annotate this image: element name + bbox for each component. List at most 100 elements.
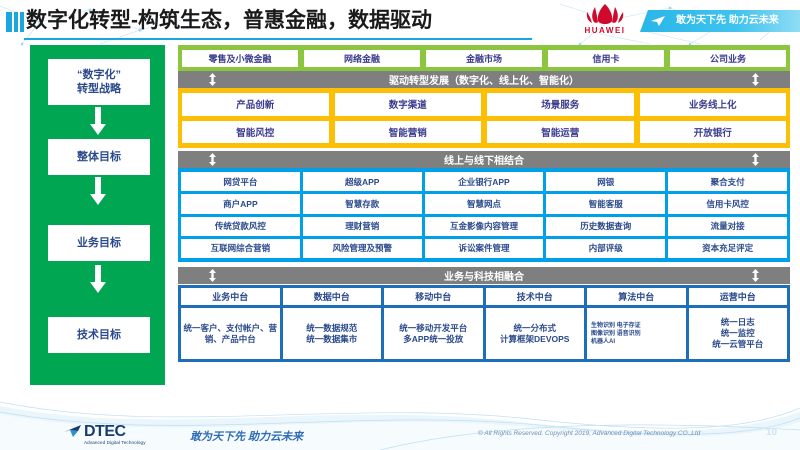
blue-cell[interactable]: 流量对接: [668, 216, 787, 236]
paper-plane-icon: [651, 16, 665, 26]
blue-cell[interactable]: 传统贷款风控: [181, 216, 300, 236]
blue-cell[interactable]: 商户APP: [181, 194, 300, 214]
footer-wave-decoration: [0, 392, 800, 450]
blue-cell[interactable]: 理财营销: [302, 216, 422, 236]
band-label: 业务与科技相融合: [444, 272, 524, 283]
title-accent-bars: [6, 12, 24, 32]
orange-cell[interactable]: 智能营销: [334, 120, 481, 143]
sidebar-item-overall-goal[interactable]: 整体目标: [48, 139, 150, 175]
platform-column[interactable]: 技术中台 统一分布式计算框架DEVOPS: [485, 288, 584, 359]
huawei-logo: HUAWEI: [574, 2, 636, 40]
blue-row: 网贷平台 超级APP 企业银行APP 网银 聚合支付: [181, 172, 787, 192]
title-underline: [24, 38, 532, 40]
platform-detail: 统一日志统一监控统一云管平台: [688, 308, 787, 359]
blue-cell[interactable]: 聚合支付: [668, 172, 787, 192]
arrow-down-icon-1: [88, 107, 108, 135]
campaign-banner: 敢为天下先 助力云未来: [640, 10, 800, 32]
page-title: 数字化转型-构筑生态，普惠金融，数据驱动: [26, 9, 432, 32]
blue-cell[interactable]: 网贷平台: [181, 172, 300, 192]
sidebar-item-tech-goal[interactable]: 技术目标: [48, 317, 150, 353]
platform-detail: 统一数据规范统一数据集市: [282, 308, 381, 359]
dtec-logo: DTEC Advanced Digital Technology: [64, 423, 180, 446]
copyright-text: © All Rights Reserved. Copyright 2019, A…: [478, 430, 701, 437]
blue-cell[interactable]: 互联网综合营销: [181, 238, 300, 258]
platform-column[interactable]: 算法中台 生物识别 电子存证图像识别 语音识别机器人AI: [587, 288, 686, 359]
platform-column[interactable]: 运营中台 统一日志统一监控统一云管平台: [688, 288, 787, 359]
blue-cell[interactable]: 智慧网点: [424, 194, 544, 214]
orange-cell[interactable]: 智能运营: [487, 120, 634, 143]
architecture-main-panel: 零售及小微金融 网络金融 金融市场 信用卡 公司业务 驱动转型发展（数字化、线上…: [178, 45, 790, 385]
business-line-item[interactable]: 公司业务: [670, 49, 786, 67]
band-drive-transformation: 驱动转型发展（数字化、线上化、智能化）: [178, 71, 790, 88]
blue-cell[interactable]: 网银: [546, 172, 666, 192]
orange-cell[interactable]: 产品创新: [182, 93, 329, 116]
sidebar-item-strategy[interactable]: “数字化”转型战略: [48, 59, 150, 105]
platform-detail: 统一客户、支付帐户、营销、产品中台: [181, 308, 280, 359]
orange-cell[interactable]: 开放银行: [639, 120, 786, 143]
blue-cell[interactable]: 历史数据查询: [546, 216, 666, 236]
blue-cell[interactable]: 智能客服: [546, 194, 666, 214]
blue-cell[interactable]: 信用卡风控: [668, 194, 787, 214]
sidebar-item-label: 技术目标: [77, 329, 121, 341]
blue-cell[interactable]: 智慧存款: [302, 194, 422, 214]
band-label: 线上与线下相结合: [444, 156, 524, 167]
blue-cell[interactable]: 内部评级: [546, 238, 666, 258]
blue-cell[interactable]: 企业银行APP: [424, 172, 544, 192]
orange-capability-layer: 产品创新 数字渠道 场景服务 业务线上化 智能风控 智能营销 智能运营 开放银行: [178, 88, 790, 148]
platform-title: 技术中台: [485, 288, 584, 305]
orange-row: 智能风控 智能营销 智能运营 开放银行: [182, 120, 786, 143]
page-number: 10: [766, 427, 778, 438]
dtec-tagline: Advanced Digital Technology: [84, 440, 146, 445]
platform-title: 算法中台: [587, 288, 686, 305]
orange-row: 产品创新 数字渠道 场景服务 业务线上化: [182, 93, 786, 116]
double-arrow-icon: [208, 269, 217, 282]
slide-header: 数字化转型-构筑生态，普惠金融，数据驱动 HUAWEI 敢为天下先 助力云未来: [0, 0, 800, 42]
strategy-sidebar: “数字化”转型战略 整体目标 业务目标 技术目标: [30, 45, 165, 385]
band-online-offline: 线上与线下相结合: [178, 151, 790, 168]
blue-row: 互联网综合营销 风险管理及预警 诉讼案件管理 内部评级 资本充足评定: [181, 238, 787, 258]
platform-title: 业务中台: [181, 288, 280, 305]
platform-column[interactable]: 业务中台 统一客户、支付帐户、营销、产品中台: [181, 288, 280, 359]
sidebar-item-label: 整体目标: [77, 151, 121, 163]
business-lines-row: 零售及小微金融 网络金融 金融市场 信用卡 公司业务: [178, 45, 790, 71]
arrow-down-icon-2: [88, 177, 108, 205]
orange-cell[interactable]: 智能风控: [182, 120, 329, 143]
dtec-wordmark: DTEC: [84, 423, 126, 440]
blue-cell[interactable]: 风险管理及预警: [302, 238, 422, 258]
platform-title: 运营中台: [688, 288, 787, 305]
business-line-item[interactable]: 金融市场: [426, 49, 542, 67]
sidebar-item-label: “数字化”转型战略: [77, 69, 121, 95]
business-line-item[interactable]: 零售及小微金融: [182, 49, 298, 67]
orange-cell[interactable]: 场景服务: [487, 93, 634, 116]
blue-row: 商户APP 智慧存款 智慧网点 智能客服 信用卡风控: [181, 194, 787, 214]
business-line-item[interactable]: 网络金融: [304, 49, 420, 67]
blue-cell[interactable]: 互金影像内容管理: [424, 216, 544, 236]
platform-title: 移动中台: [384, 288, 483, 305]
band-business-tech-wrapper: 业务与科技相融合: [178, 267, 790, 284]
platform-detail: 统一分布式计算框架DEVOPS: [485, 308, 584, 359]
double-arrow-icon: [208, 73, 217, 86]
platform-column[interactable]: 移动中台 统一移动开发平台多APP统一投放: [384, 288, 483, 359]
blue-cell[interactable]: 诉讼案件管理: [424, 238, 544, 258]
orange-cell[interactable]: 数字渠道: [334, 93, 481, 116]
band-business-tech: 业务与科技相融合: [178, 267, 790, 284]
banner-label: 敢为天下先 助力云未来: [676, 15, 779, 26]
sidebar-item-business-goal[interactable]: 业务目标: [48, 225, 150, 261]
blue-row: 传统贷款风控 理财营销 互金影像内容管理 历史数据查询 流量对接: [181, 216, 787, 236]
double-arrow-icon: [751, 153, 760, 166]
band-online-offline-wrapper: 线上与线下相结合: [178, 151, 790, 168]
dtec-mark-icon: [64, 425, 81, 437]
business-line-item[interactable]: 信用卡: [548, 49, 664, 67]
band-label: 驱动转型发展（数字化、线上化、智能化）: [389, 76, 579, 87]
double-arrow-icon: [751, 73, 760, 86]
double-arrow-icon: [208, 153, 217, 166]
platform-title: 数据中台: [282, 288, 381, 305]
blue-cell[interactable]: 超级APP: [302, 172, 422, 192]
orange-cell[interactable]: 业务线上化: [639, 93, 786, 116]
arrow-down-icon-3: [88, 265, 108, 293]
platform-column[interactable]: 数据中台 统一数据规范统一数据集市: [282, 288, 381, 359]
blue-cell[interactable]: 资本充足评定: [668, 238, 787, 258]
platform-detail: 生物识别 电子存证图像识别 语音识别机器人AI: [587, 308, 686, 359]
huawei-wordmark: HUAWEI: [584, 26, 626, 35]
